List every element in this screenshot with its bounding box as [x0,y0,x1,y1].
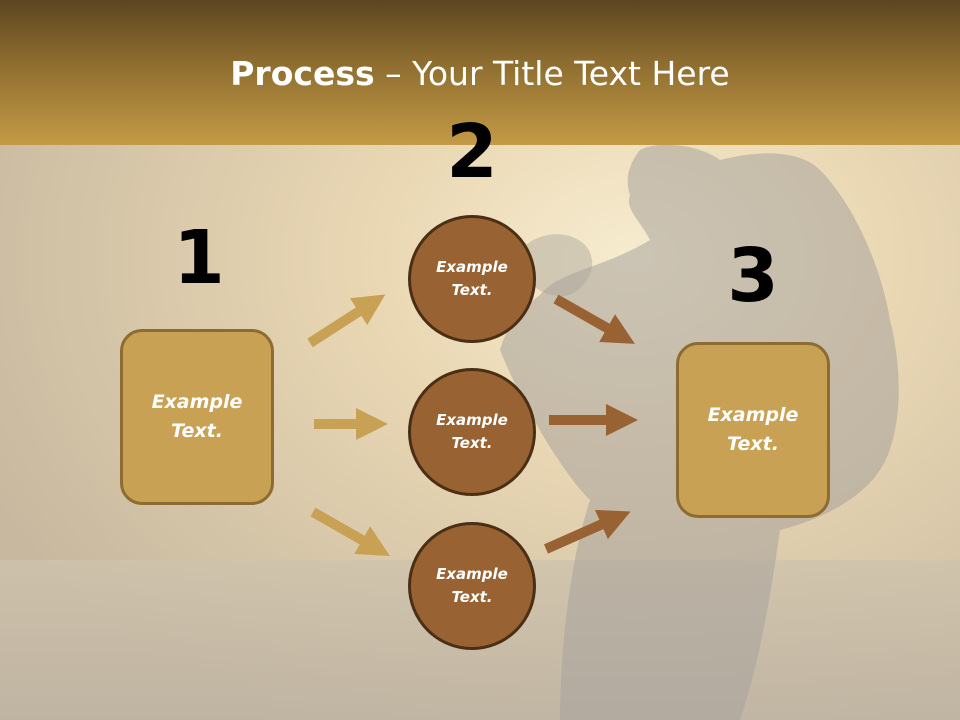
step-1-line1: Example [151,391,243,413]
step-1-line2: Text. [171,420,223,442]
circle-mid-line1: Example [436,411,508,429]
step-number-2: 2 [446,109,498,195]
step-1-box: Example Text. [120,329,274,505]
arrow-top-to-right [553,294,635,344]
arrow-bot-to-right [543,509,631,554]
step-3-line2: Text. [727,433,779,455]
circle-top-line2: Text. [451,281,493,299]
step-number-1: 1 [173,215,225,301]
title-bold: Process [230,54,375,93]
step-number-3: 3 [727,233,779,319]
arrow-left-to-bot [310,507,390,556]
slide-title: Process – Your Title Text Here [0,52,960,96]
title-rest: – Your Title Text Here [374,54,730,93]
circle-bot-line1: Example [436,565,508,583]
header-band [0,0,960,145]
step-2-circle-bottom: Example Text. [408,522,536,650]
circle-top-line1: Example [436,258,508,276]
step-3-line1: Example [707,404,799,426]
step-2-circle-middle: Example Text. [408,368,536,496]
circle-bot-line2: Text. [451,588,493,606]
circle-mid-line2: Text. [451,434,493,452]
step-2-circle-top: Example Text. [408,215,536,343]
step-3-box: Example Text. [676,342,830,518]
arrow-left-to-top [307,294,386,348]
